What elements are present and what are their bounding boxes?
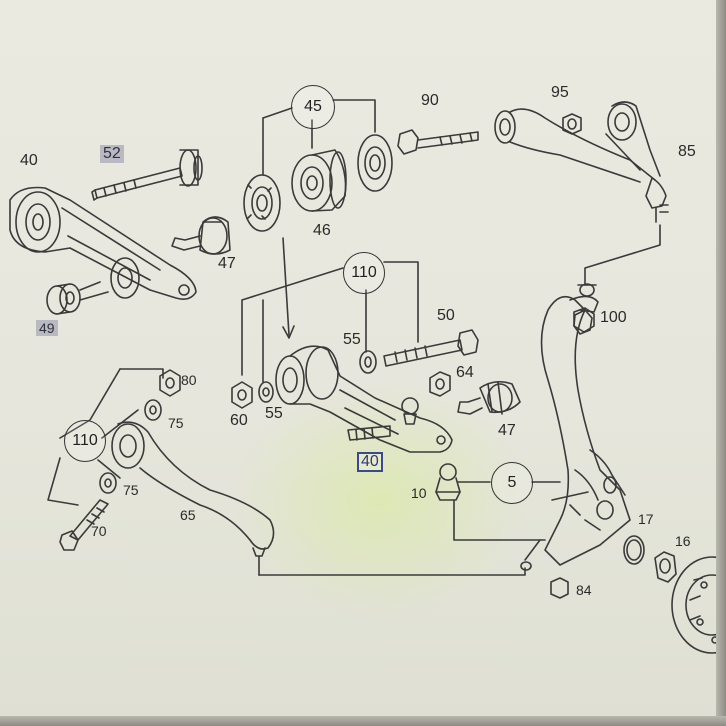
washer-55-upper <box>359 350 377 374</box>
label-90: 90 <box>421 92 439 109</box>
callout-5-leader <box>258 481 561 576</box>
label-60: 60 <box>230 412 248 429</box>
label-55-upper: 55 <box>343 331 361 348</box>
label-49: 49 <box>36 320 58 336</box>
monitor-bezel-right <box>716 0 726 726</box>
callout-110-upper: 110 <box>343 252 385 294</box>
monitor-bezel-bottom <box>0 716 726 726</box>
label-65: 65 <box>180 507 196 523</box>
screen-glare <box>230 380 530 620</box>
label-16: 16 <box>675 533 691 549</box>
ball-joint-47-lower <box>457 380 521 415</box>
ball-joint-47-upper <box>171 216 231 255</box>
nut-80 <box>159 369 181 397</box>
label-64: 64 <box>456 364 474 381</box>
nut-60 <box>231 381 253 409</box>
lower-control-arm-40 <box>275 345 453 453</box>
upper-wishbone-85 <box>494 101 669 223</box>
steering-knuckle <box>520 224 661 571</box>
nut-16 <box>654 551 677 583</box>
nut-100 <box>573 307 595 333</box>
circlip-17 <box>623 535 645 565</box>
label-80: 80 <box>181 372 197 388</box>
label-75-lower: 75 <box>123 482 139 498</box>
control-arm-40 <box>9 186 197 300</box>
label-95: 95 <box>551 84 569 101</box>
wheel-hub <box>671 556 726 654</box>
washer-45-right <box>357 134 393 192</box>
washer-75-upper <box>144 399 162 421</box>
washer-55-lower <box>258 381 274 403</box>
bolt-70 <box>59 499 109 551</box>
callout-110-lower: 110 <box>64 420 106 462</box>
bushing-49 <box>46 281 109 315</box>
callout-45-leader <box>262 99 376 176</box>
bolt-90 <box>397 129 479 155</box>
callout-45: 45 <box>291 85 335 129</box>
assembly-arrow <box>282 237 295 339</box>
bolt-52 <box>91 149 203 201</box>
label-17: 17 <box>638 511 654 527</box>
label-47-lower: 47 <box>498 422 516 439</box>
bushing-46 <box>291 149 347 212</box>
label-50: 50 <box>437 307 455 324</box>
label-85: 85 <box>678 143 696 160</box>
washer-45-left <box>243 174 281 232</box>
washer-75-lower <box>99 472 117 494</box>
bolt-50 <box>383 329 479 367</box>
label-100: 100 <box>600 309 627 326</box>
nut-64 <box>429 371 451 397</box>
callout-5: 5 <box>491 462 533 504</box>
label-40-selected: 40 <box>357 452 383 472</box>
label-52: 52 <box>100 145 124 163</box>
nut-84 <box>550 577 569 599</box>
nut-95 <box>562 113 582 135</box>
label-47-upper: 47 <box>218 255 236 272</box>
label-10: 10 <box>411 485 427 501</box>
label-40: 40 <box>20 152 38 169</box>
label-46: 46 <box>313 222 331 239</box>
label-70: 70 <box>91 523 107 539</box>
ball-joint-10 <box>435 463 461 501</box>
label-55-lower: 55 <box>265 405 283 422</box>
label-75-upper: 75 <box>168 415 184 431</box>
callout-110-upper-leader <box>241 261 419 383</box>
strut-arm-65 <box>111 421 275 576</box>
label-84: 84 <box>576 582 592 598</box>
